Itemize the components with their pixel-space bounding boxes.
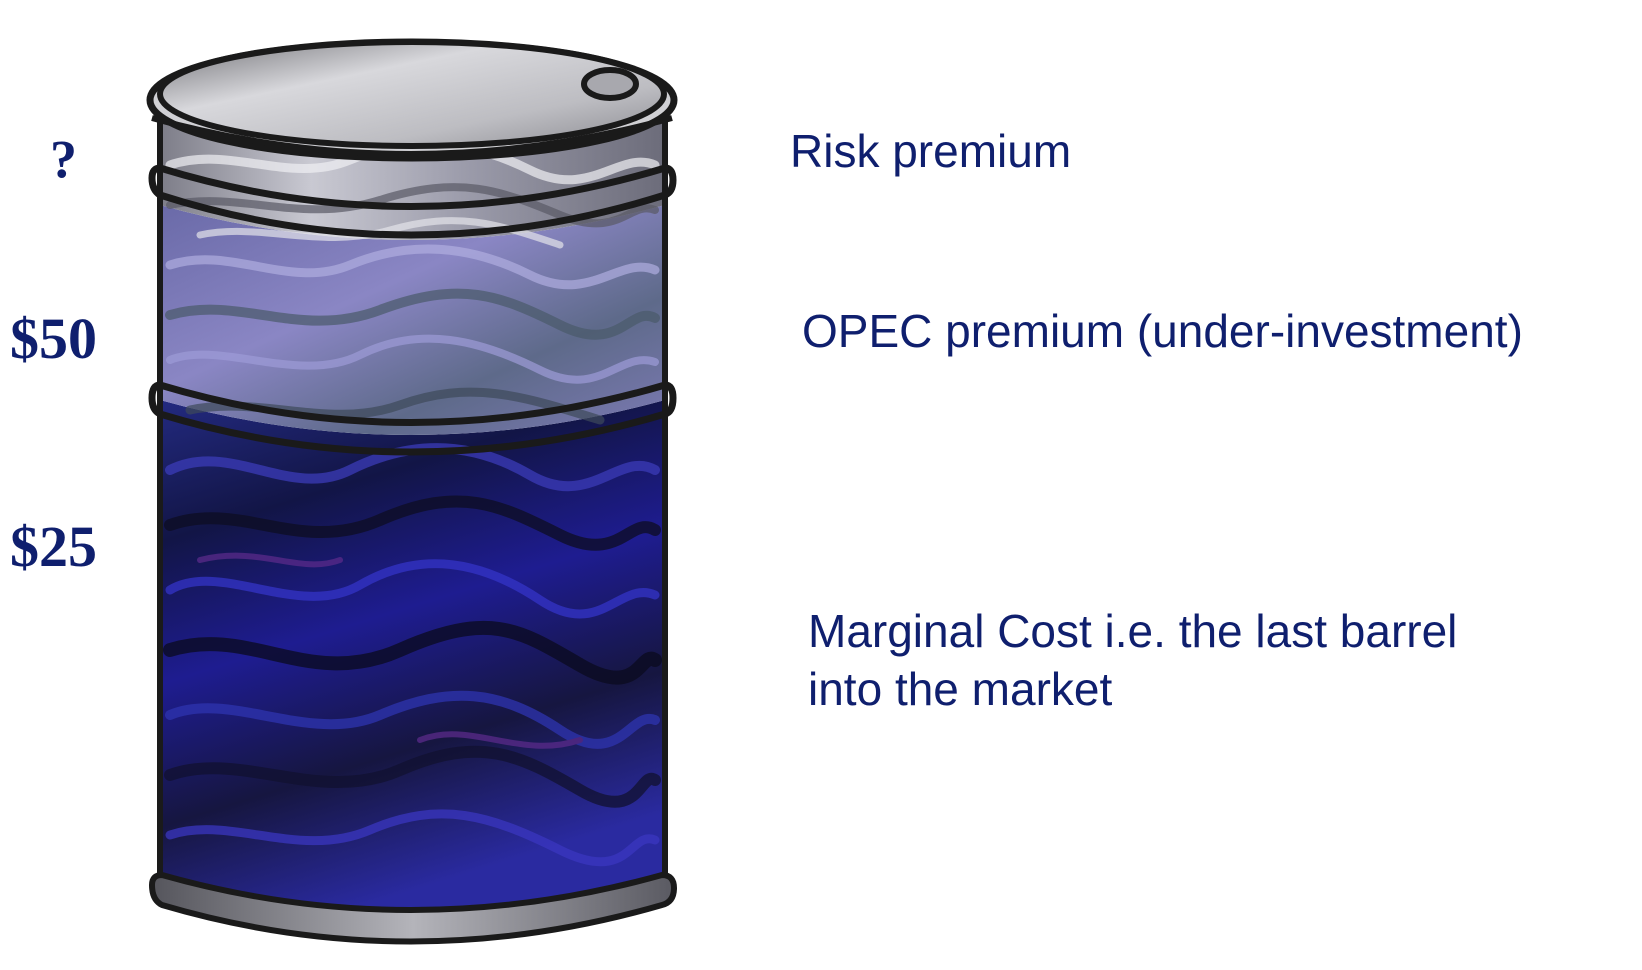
barrel-lid bbox=[157, 39, 667, 149]
risk-premium-label: Risk premium bbox=[790, 125, 1072, 177]
barrel-bung bbox=[581, 67, 639, 101]
upper-hoop bbox=[148, 164, 677, 239]
opec-premium-label: OPEC premium (under-investment) bbox=[802, 305, 1523, 357]
price-marker-25: $25 bbox=[10, 514, 97, 579]
marginal-cost-label-line1: Marginal Cost i.e. the last barrel bbox=[808, 605, 1458, 657]
barrel-lid-bottom-edge bbox=[151, 115, 673, 157]
marginal-cost-swirls bbox=[163, 443, 662, 867]
marginal-cost-label: Marginal Cost i.e. the last barrel into … bbox=[808, 602, 1457, 718]
price-marker-50: $50 bbox=[10, 306, 97, 371]
opec-premium-layer bbox=[160, 205, 665, 435]
middle-hoop bbox=[148, 381, 677, 456]
barrel-base bbox=[148, 871, 678, 945]
price-marker-unknown: ? bbox=[50, 129, 77, 189]
marginal-cost-label-line2: into the market bbox=[808, 663, 1113, 715]
